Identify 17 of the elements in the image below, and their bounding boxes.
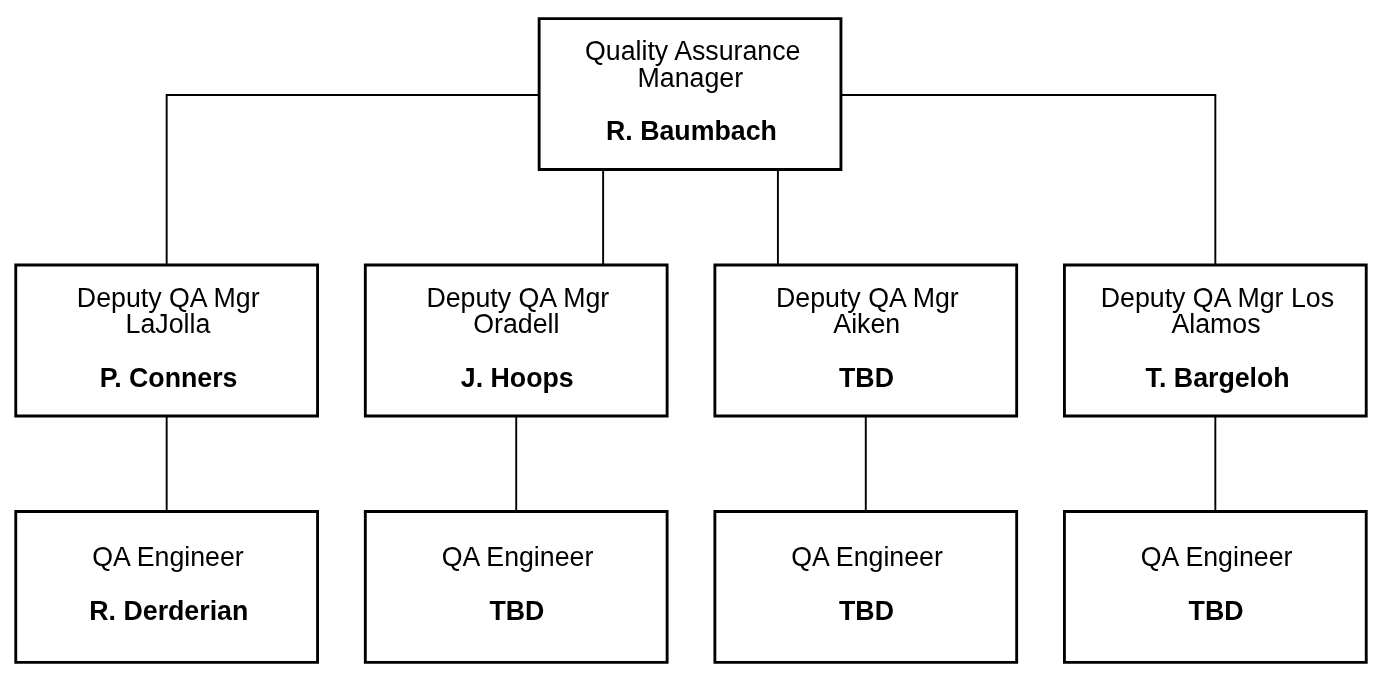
- node-box: Deputy QA Mgr Aiken TBD: [713, 263, 1019, 417]
- connector: [1214, 415, 1217, 512]
- node-box: QA Engineer R. Derderian: [14, 509, 319, 664]
- node-box: Quality Assurance Manager R. Baumbach: [537, 16, 843, 171]
- connector: [864, 415, 867, 512]
- node-box: Deputy QA Mgr Oradell J. Hoops: [363, 263, 669, 417]
- connector: [515, 415, 518, 512]
- node-box: Deputy QA Mgr LaJolla P. Conners: [14, 263, 319, 417]
- connector: [165, 93, 540, 266]
- node-box: QA Engineer TBD: [1063, 509, 1368, 664]
- node-box: QA Engineer TBD: [363, 509, 669, 664]
- connector: [602, 168, 605, 265]
- connector: [165, 415, 168, 512]
- connector: [840, 93, 1217, 266]
- connector: [776, 168, 779, 265]
- node-box: Deputy QA Mgr Los Alamos T. Bargeloh: [1063, 263, 1368, 417]
- node-box: QA Engineer TBD: [713, 509, 1019, 664]
